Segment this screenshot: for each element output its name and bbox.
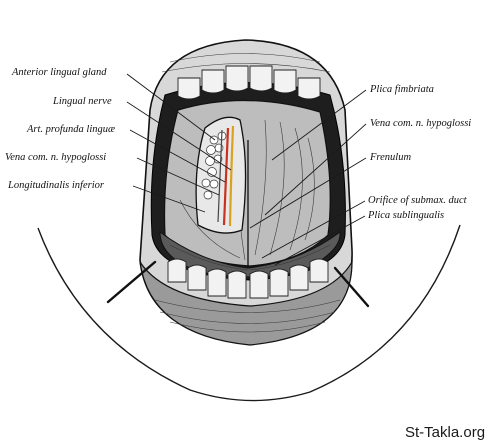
label-lingual-nerve: Lingual nerve <box>52 96 112 107</box>
label-frenulum: Frenulum <box>369 152 411 163</box>
label-art-profunda: Art. profunda linguæ <box>26 124 115 135</box>
label-orifice-submax-duct: Orifice of submax. duct <box>368 195 468 206</box>
leader-lines-right <box>249 89 367 266</box>
label-plica-fimbriata: Plica fimbriata <box>369 84 434 95</box>
chin-outline <box>37 224 461 402</box>
retractor-hooks <box>106 260 370 308</box>
label-anterior-lingual-gland: Anterior lingual gland <box>11 67 107 78</box>
vena-comitans <box>217 129 223 223</box>
upper-teeth <box>177 65 321 100</box>
tongue <box>163 99 331 270</box>
profunda-artery <box>222 127 230 226</box>
lower-teeth <box>167 258 329 299</box>
label-vena-com-left: Vena com. n. hypoglossi <box>5 152 106 163</box>
leader-lines-left <box>126 73 232 213</box>
label-plica-sublingualis: Plica sublingualis <box>367 210 444 221</box>
label-longitudinalis-inferior: Longitudinalis inferior <box>7 180 105 191</box>
label-vena-com-right: Vena com. n. hypoglossi <box>370 118 471 129</box>
lingual-nerve <box>228 125 235 227</box>
watermark: St-Takla.org <box>405 424 485 441</box>
dissection-window <box>195 116 247 234</box>
